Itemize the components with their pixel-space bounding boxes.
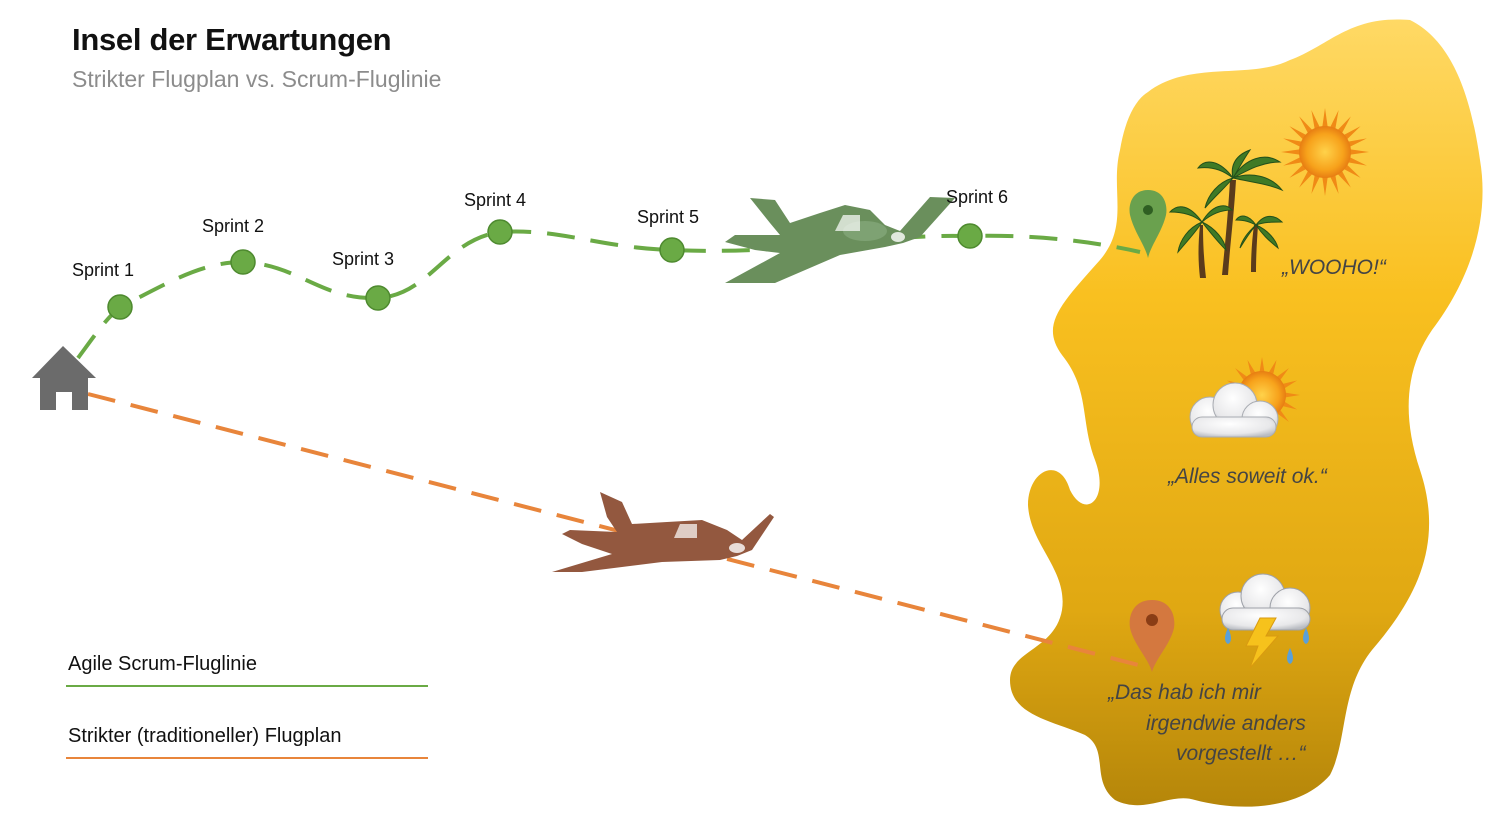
sun-ray [1283,392,1300,398]
sun-ray [1283,156,1304,166]
sun-ray [1348,149,1369,155]
page-title: Insel der Erwartungen [72,22,392,57]
sun-ray [1281,380,1298,390]
sun-ray [1289,126,1308,141]
sun-ray [1346,138,1367,148]
sprint-label-1: Sprint 1 [72,260,135,280]
sun-cloud-icon [1189,357,1300,438]
sprint-label-6: Sprint 6 [946,187,1009,207]
sun-ray [1247,359,1257,376]
sun-ray [1329,110,1339,131]
quote-top: „WOOHO!“ [1282,256,1386,279]
map-pin-icon [1129,600,1175,672]
quote-bottom-line-1: „Das hab ich mir [1108,681,1261,704]
quote-mid: „Alles soweit ok.“ [1168,465,1327,488]
sprint-node-5 [659,237,685,263]
legend-strict-label: Strikter (traditioneller) Flugplan [68,725,342,747]
sprint-label-3: Sprint 3 [332,249,395,269]
storm-cloud-icon [1219,573,1311,669]
sprint-node-1 [107,294,133,320]
sun-ray [1281,149,1302,155]
map-pin-icon [1129,190,1167,258]
sprint-node-3 [365,285,391,311]
sun-ray [1259,357,1265,374]
sun-ray [1283,138,1304,148]
legend-agile-label: Agile Scrum-Fluglinie [68,653,257,675]
sun-ray [1346,156,1367,166]
sprint-label-2: Sprint 2 [202,216,265,236]
sun-ray [1329,173,1339,194]
sprint-node-2 [230,249,256,275]
sun-ray [1267,359,1277,376]
sun-ray [1281,400,1298,410]
sprint-node-4 [487,219,513,245]
page-subtitle: Strikter Flugplan vs. Scrum-Fluglinie [72,66,442,92]
sun-ray [1289,163,1308,178]
sprint-label-5: Sprint 5 [637,207,700,227]
sun-icon [1281,108,1369,196]
sprint-label-4: Sprint 4 [464,190,527,210]
agile-flight-path [76,229,1141,360]
sun-ray [1322,108,1328,129]
airplane-icon [725,197,955,283]
home-icon [32,346,96,410]
sun-ray [1311,110,1321,131]
quote-bottom-line-2: irgendwie anders [1146,712,1306,735]
sun-ray [1299,116,1314,135]
sun-ray [1336,169,1351,188]
palm-trees-icon [1168,149,1284,278]
sprint-node-6 [957,223,983,249]
sun-ray [1342,163,1361,178]
sun-ray [1336,116,1351,135]
airplane-icon [552,492,774,572]
sun-ray [1299,169,1314,188]
sun-ray [1311,173,1321,194]
sun-ray [1342,126,1361,141]
sun-ray [1322,175,1328,196]
quote-bottom-line-3: vorgestellt …“ [1176,742,1306,765]
